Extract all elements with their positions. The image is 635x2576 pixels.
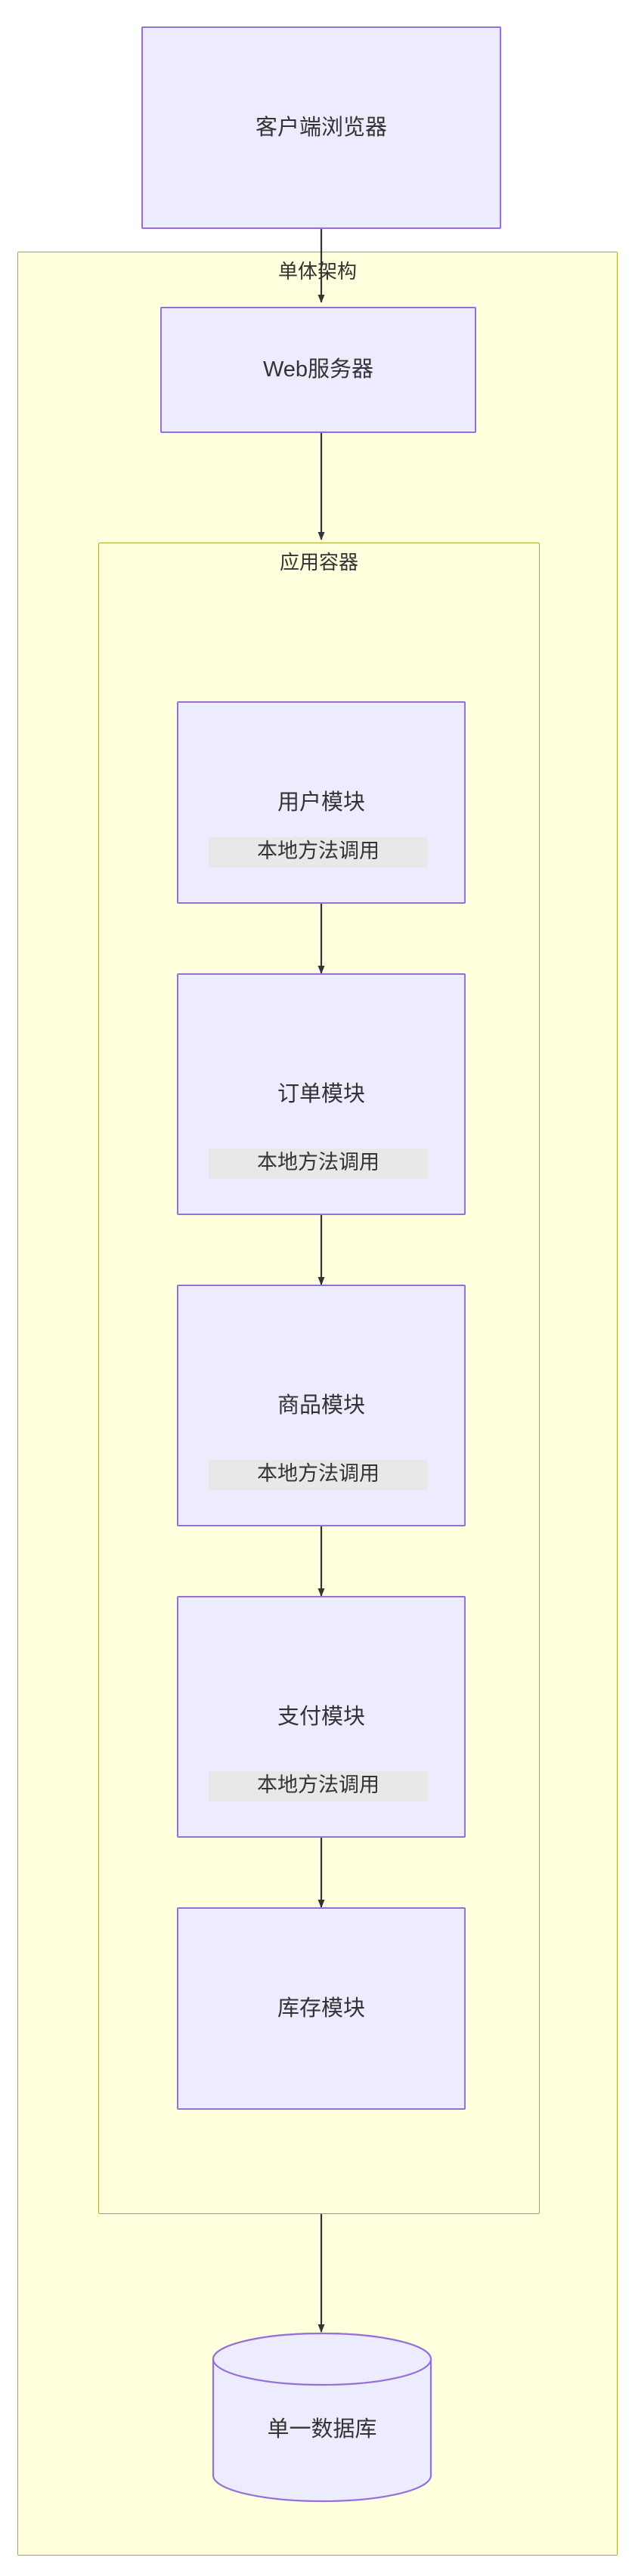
node-inventory-module[interactable]: 库存模块 <box>177 1907 466 2110</box>
node-single-database[interactable]: 单一数据库 <box>212 2332 432 2503</box>
cluster-monolith-title: 单体架构 <box>277 260 357 283</box>
node-client-browser[interactable]: 客户端浏览器 <box>141 26 501 229</box>
edge-label-user-to-order: 本地方法调用 <box>209 837 428 867</box>
node-web-server[interactable]: Web服务器 <box>160 307 476 433</box>
node-single-database-label: 单一数据库 <box>267 2417 377 2441</box>
node-user-module[interactable]: 用户模块 <box>177 701 466 904</box>
edge-label-product-to-payment: 本地方法调用 <box>209 1460 428 1490</box>
edge-label-payment-to-inventory: 本地方法调用 <box>209 1771 428 1801</box>
node-order-module[interactable]: 订单模块 <box>177 973 466 1215</box>
node-payment-module[interactable]: 支付模块 <box>177 1596 466 1838</box>
edge-label-order-to-product: 本地方法调用 <box>209 1149 428 1179</box>
node-product-module[interactable]: 商品模块 <box>177 1285 466 1526</box>
database-cylinder-icon <box>212 2332 432 2503</box>
cluster-app-container-title: 应用容器 <box>279 551 358 574</box>
